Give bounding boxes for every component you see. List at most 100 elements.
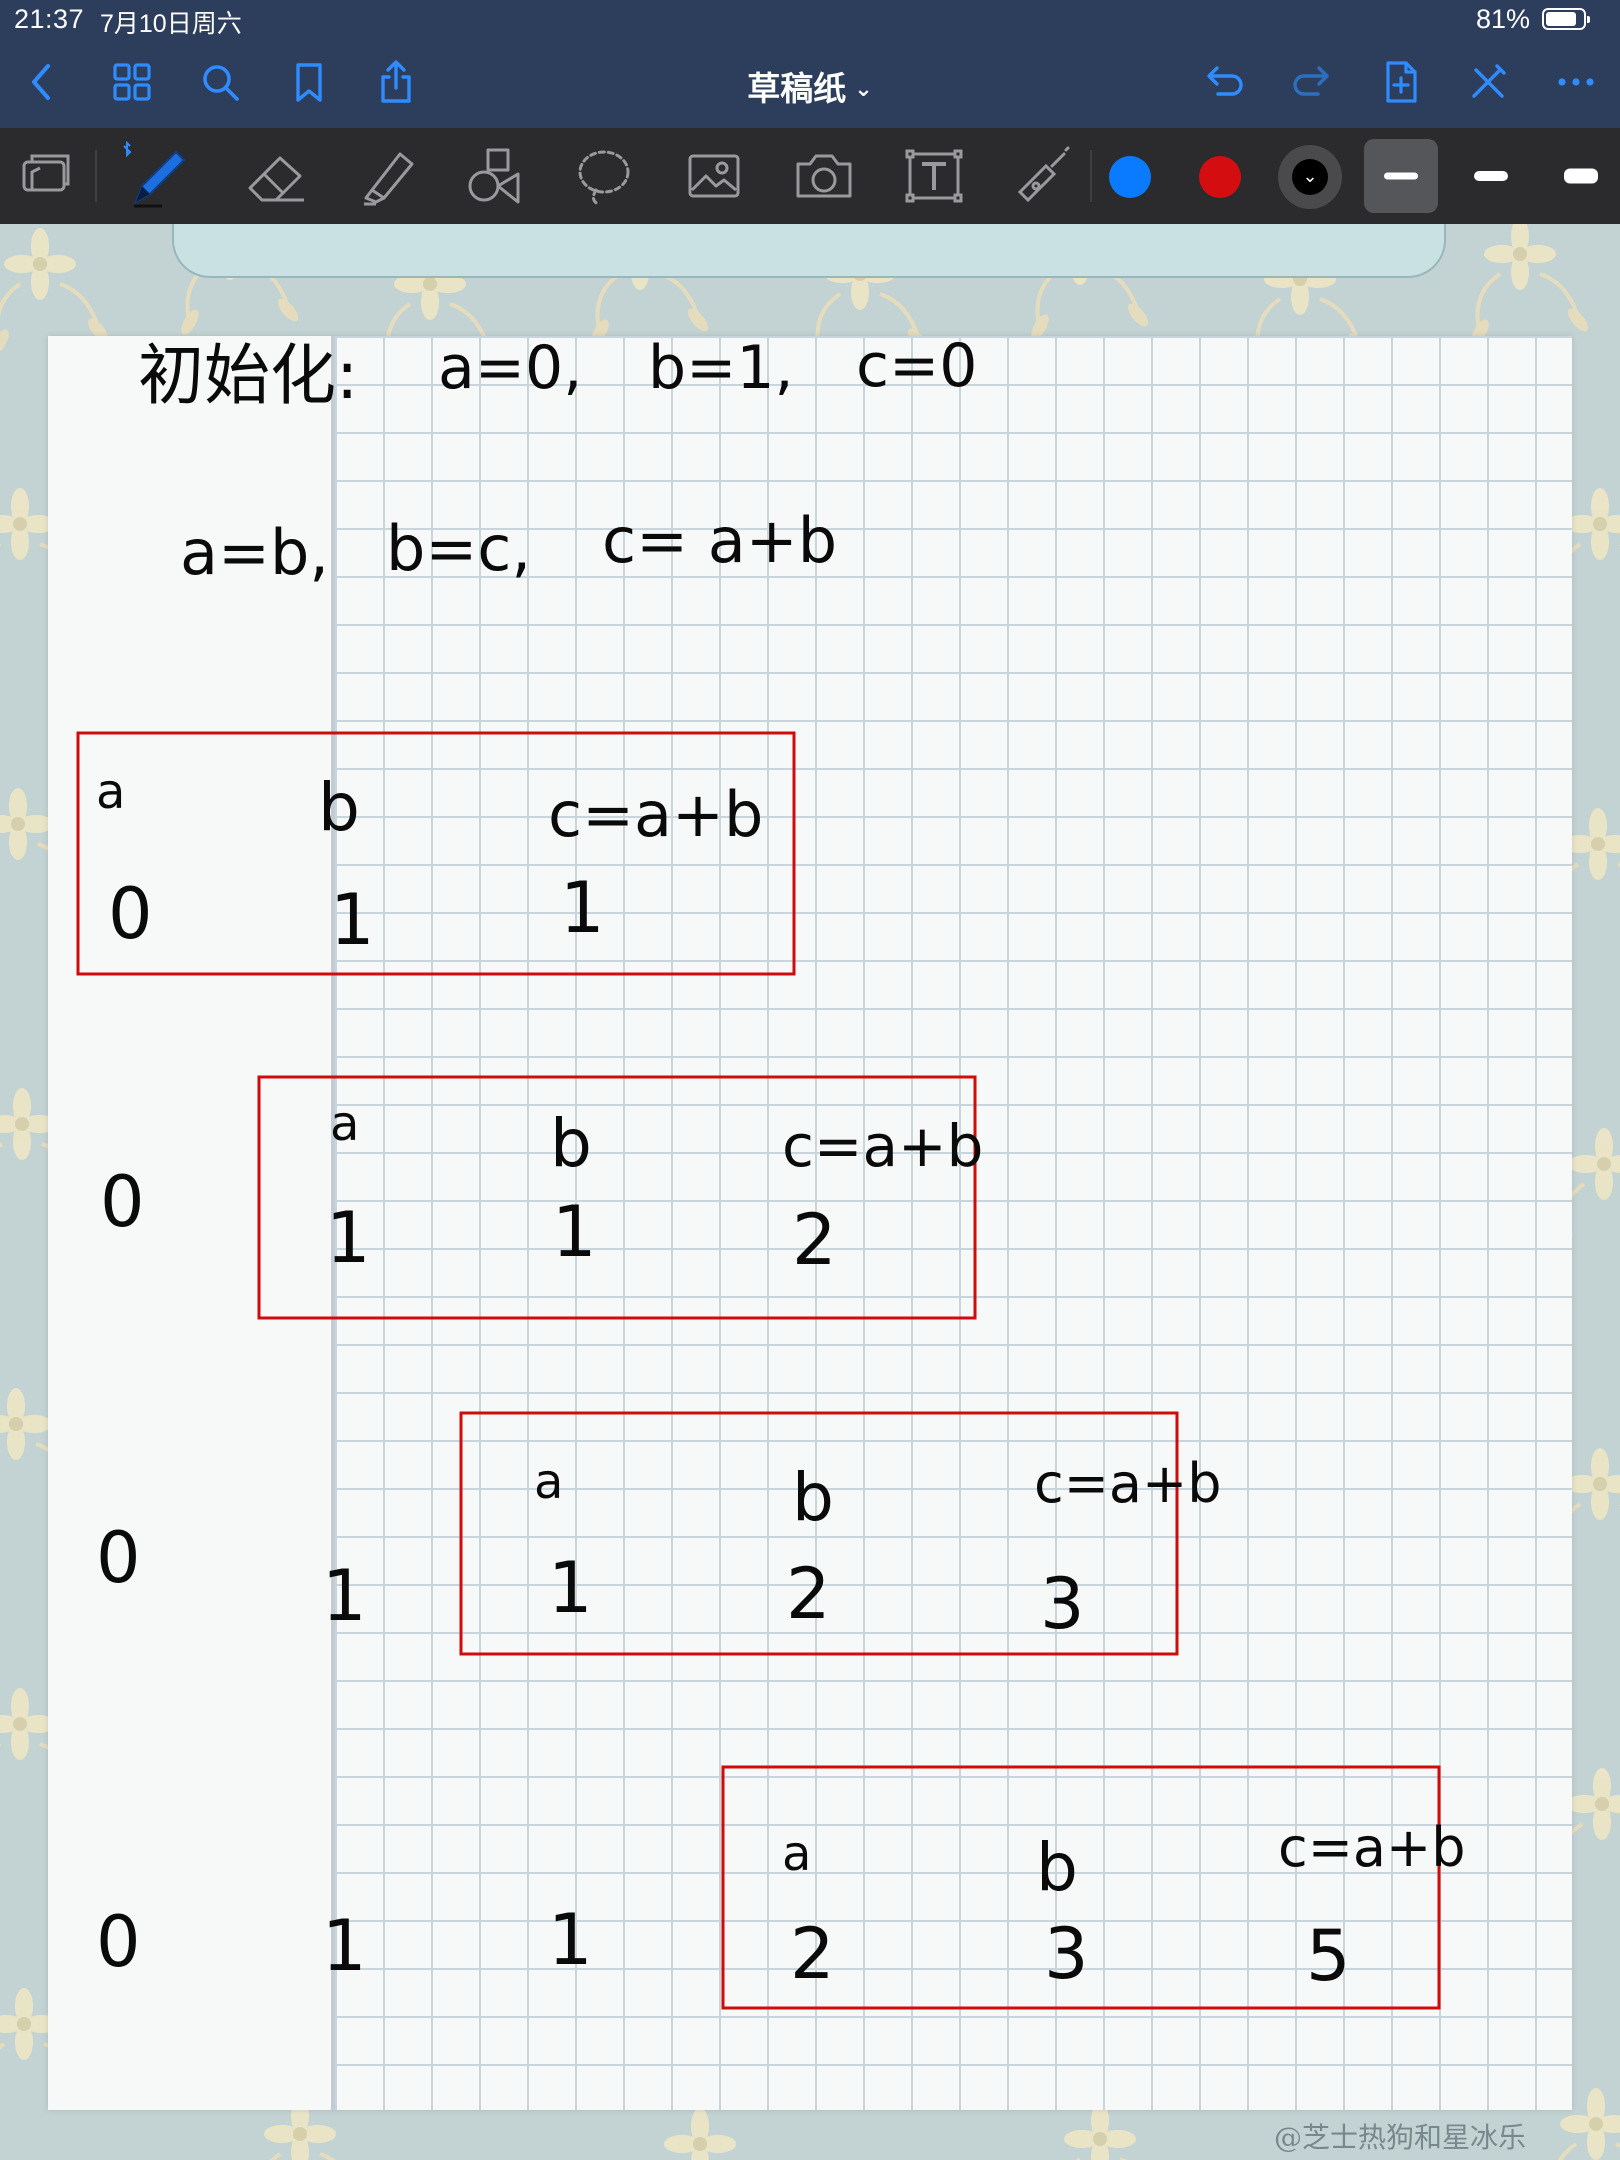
box2-header-a: a — [330, 1096, 359, 1152]
chevron-left-icon — [32, 64, 50, 100]
box1-header-a: a — [96, 764, 125, 820]
iteration-box-3 — [459, 1411, 1179, 1656]
box3-outside-0: 0 — [96, 1517, 141, 1599]
redo-button[interactable] — [1288, 58, 1336, 106]
chevron-down-icon: ⌄ — [854, 76, 873, 101]
bookmark-icon — [296, 63, 322, 102]
search-button[interactable] — [196, 58, 244, 106]
text-icon — [905, 149, 963, 203]
highlighter-icon — [364, 152, 414, 206]
stroke-size-fine[interactable] — [1364, 139, 1438, 213]
grid-area — [335, 336, 1572, 2110]
highlighter-tool[interactable] — [350, 140, 422, 212]
box1-header-b: b — [318, 769, 360, 846]
box2-header-c: c=a+b — [782, 1112, 983, 1180]
page-layout-icon — [22, 154, 70, 192]
eraser-icon — [248, 156, 304, 202]
shapes-tool[interactable] — [458, 140, 530, 212]
box4-value-c: 5 — [1306, 1915, 1351, 1997]
status-date: 7月10日周六 — [100, 10, 242, 38]
back-button[interactable] — [18, 58, 66, 106]
more-icon — [1558, 78, 1594, 86]
box3-value-b: 2 — [786, 1553, 831, 1635]
box4-value-a: 2 — [790, 1913, 835, 1995]
iteration-box-1 — [76, 731, 796, 976]
line1-eq-c: c=0 — [856, 331, 977, 401]
color-red[interactable] — [1199, 156, 1241, 198]
box1-value-b: 1 — [330, 879, 375, 961]
bookmark-button[interactable] — [285, 58, 333, 106]
box1-header-c: c=a+b — [548, 778, 763, 851]
page-title-tab[interactable] — [172, 224, 1446, 278]
battery-icon — [1542, 8, 1590, 30]
search-icon — [203, 65, 239, 101]
box4-value-b: 3 — [1044, 1913, 1089, 1995]
undo-icon — [1207, 66, 1243, 96]
pen-tool[interactable] — [118, 140, 190, 212]
lasso-tool[interactable] — [568, 140, 640, 212]
box3-value-a: 1 — [548, 1547, 593, 1629]
box3-header-b: b — [792, 1459, 834, 1536]
lasso-icon — [578, 150, 630, 206]
box3-header-c: c=a+b — [1034, 1452, 1222, 1515]
add-page-button[interactable] — [1377, 58, 1425, 106]
status-time: 21:37 — [14, 4, 85, 34]
box2-outside-0: 0 — [100, 1161, 145, 1243]
line1-eq-a: a=0, — [438, 333, 582, 403]
laser-pointer-tool[interactable] — [1006, 140, 1078, 212]
pen-icon — [123, 140, 186, 208]
box4-outside-1: 1 — [322, 1905, 367, 1987]
share-icon — [381, 60, 411, 103]
line2-eq-a: a=b, — [180, 516, 329, 589]
camera-tool[interactable] — [788, 140, 860, 212]
thumbnails-button[interactable] — [108, 58, 156, 106]
box1-value-c: 1 — [560, 867, 605, 949]
grid-icon — [113, 63, 151, 101]
margin-line — [331, 336, 335, 2110]
undo-button[interactable] — [1200, 58, 1248, 106]
line2-eq-c: c= a+b — [602, 504, 837, 577]
top-bar: 21:37 7月10日周六 81% 草稿纸⌄ — [0, 0, 1620, 128]
box2-value-c: 2 — [792, 1199, 837, 1281]
box2-value-b: 1 — [552, 1191, 597, 1273]
camera-icon — [796, 154, 852, 198]
box2-value-a: 1 — [326, 1197, 371, 1279]
close-pen-button[interactable] — [1464, 58, 1512, 106]
shapes-icon — [468, 148, 520, 204]
grid-paper-page[interactable] — [48, 336, 1572, 2110]
line2-eq-b: b=c, — [386, 512, 531, 585]
iteration-box-2 — [257, 1075, 977, 1320]
eraser-tool[interactable] — [240, 140, 312, 212]
box3-value-c: 3 — [1040, 1563, 1085, 1645]
chevron-down-icon: ⌄ — [1292, 159, 1328, 195]
box4-outside-0: 0 — [96, 1901, 141, 1983]
line1-eq-b: b=1, — [648, 333, 794, 403]
box3-header-a: a — [534, 1454, 563, 1510]
image-icon — [688, 154, 740, 198]
box4-header-a: a — [782, 1826, 811, 1882]
close-pen-icon — [1472, 64, 1506, 98]
laser-pointer-icon — [1017, 146, 1070, 203]
add-page-icon — [1386, 61, 1417, 103]
redo-icon — [1293, 66, 1329, 96]
battery-percent: 81% — [1475, 4, 1530, 34]
iteration-box-4 — [721, 1765, 1441, 2010]
init-label: 初始化: — [138, 337, 358, 414]
color-black-selected[interactable]: ⌄ — [1278, 145, 1342, 209]
stroke-size-medium[interactable] — [1454, 139, 1528, 213]
watermark: @芝士热狗和星冰乐 — [1273, 2121, 1526, 2154]
box3-outside-1: 1 — [322, 1555, 367, 1637]
box4-header-c: c=a+b — [1278, 1816, 1466, 1879]
share-button[interactable] — [372, 58, 420, 106]
image-tool[interactable] — [678, 140, 750, 212]
text-tool[interactable] — [898, 140, 970, 212]
page-layout-button[interactable] — [10, 140, 82, 212]
color-blue[interactable] — [1109, 156, 1151, 198]
stroke-size-thick[interactable] — [1544, 139, 1618, 213]
box2-header-b: b — [550, 1105, 592, 1182]
document-title[interactable]: 草稿纸⌄ — [747, 70, 873, 107]
box4-header-b: b — [1036, 1829, 1078, 1906]
box1-value-a: 0 — [108, 873, 153, 955]
more-button[interactable] — [1552, 58, 1600, 106]
